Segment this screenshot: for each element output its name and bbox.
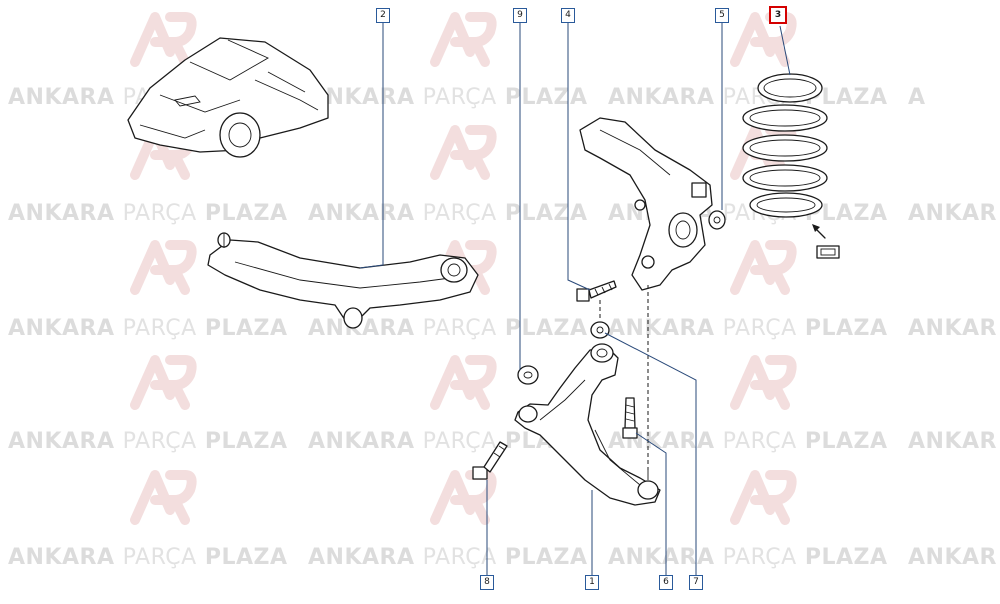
watermark-logo xyxy=(430,125,497,180)
watermark-logo xyxy=(130,470,197,525)
watermark-row: ANKAR xyxy=(908,429,997,454)
callout-label: 6 xyxy=(663,577,669,587)
watermark-logo xyxy=(130,240,197,295)
callout-1[interactable]: 1 xyxy=(585,575,599,590)
callout-label: 2 xyxy=(380,10,386,20)
callout-label: 7 xyxy=(693,577,699,587)
watermark-row: ANKARA PARÇA PLAZA xyxy=(308,545,588,570)
callout-label: 9 xyxy=(517,10,523,20)
watermark-row: ANKAR xyxy=(908,201,997,226)
watermark-logo xyxy=(130,12,197,67)
watermark-row: ANKARA PARÇA PLAZA xyxy=(8,316,288,341)
watermark-logo xyxy=(730,355,797,410)
watermark-row: ANKARA PARÇA PLAZA xyxy=(308,85,588,110)
callout-2[interactable]: 2 xyxy=(376,8,390,23)
watermark-row: ANKAR xyxy=(908,545,997,570)
watermark-row: ANKARA PARÇA PLAZA xyxy=(608,545,888,570)
watermark-logo xyxy=(430,12,497,67)
leader-lines xyxy=(359,22,791,575)
watermark-logo xyxy=(430,470,497,525)
watermark-row: ANKARA PARÇA PLAZA xyxy=(608,85,888,110)
watermark-logo xyxy=(730,240,797,295)
watermark-logo xyxy=(730,12,797,67)
watermark-logo xyxy=(730,470,797,525)
bushing-part-7 xyxy=(590,321,610,339)
callout-label: 5 xyxy=(719,10,725,20)
watermark-row: ANKARA PARÇA PLAZA xyxy=(8,545,288,570)
callout-label: 1 xyxy=(589,577,595,587)
bolt-part-6 xyxy=(622,397,638,439)
callout-5[interactable]: 5 xyxy=(715,8,729,23)
small-bushing-part-5 xyxy=(708,210,726,230)
watermark-logo xyxy=(430,355,497,410)
watermark-row: A xyxy=(908,85,926,110)
assembly-lines xyxy=(599,285,649,470)
callout-label: 3 xyxy=(774,10,782,20)
steering-knuckle xyxy=(579,117,713,291)
watermark-row: ANKARA PARÇA PLAZA xyxy=(308,316,588,341)
watermark-text: ANKARA PARÇA PLAZA ANKARA PARÇA PLAZA AN… xyxy=(8,85,997,570)
watermark-row: ANKARA PARÇA PLAZA xyxy=(8,201,288,226)
coil-spring xyxy=(742,73,828,218)
callout-8[interactable]: 8 xyxy=(480,575,494,590)
callout-3-selected[interactable]: 3 xyxy=(769,6,787,24)
watermark-row: ANKAR xyxy=(908,316,997,341)
callout-label: 8 xyxy=(484,577,490,587)
watermark-logo xyxy=(130,355,197,410)
bolt-part-8 xyxy=(472,441,508,480)
callout-4[interactable]: 4 xyxy=(561,8,575,23)
watermark-row: ANKARA PARÇA PLAZA xyxy=(8,429,288,454)
car-illustration xyxy=(127,37,329,158)
callout-label: 4 xyxy=(565,10,571,20)
bushing-part-9 xyxy=(517,365,539,385)
watermark-row: ANKARA PARÇA PLAZA xyxy=(308,201,588,226)
callout-6[interactable]: 6 xyxy=(659,575,673,590)
bolt-part-4 xyxy=(576,280,617,302)
lower-control-arm xyxy=(514,343,661,506)
callout-7[interactable]: 7 xyxy=(689,575,703,590)
callout-9[interactable]: 9 xyxy=(513,8,527,23)
watermark-row: ANKARA PARÇA PLAZA xyxy=(608,316,888,341)
marker-arrow-icon xyxy=(812,224,840,259)
lower-link-arm xyxy=(207,232,479,329)
watermark-row: ANKARA PARÇA PLAZA xyxy=(608,429,888,454)
